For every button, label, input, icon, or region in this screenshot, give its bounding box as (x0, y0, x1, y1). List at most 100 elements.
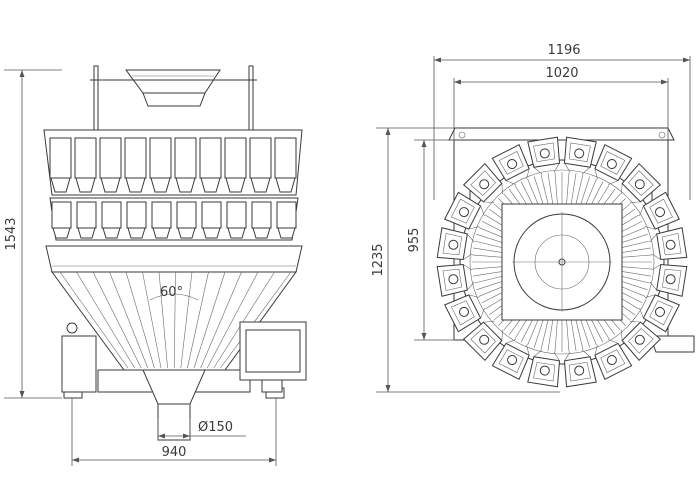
upper-hopper (224, 137, 247, 179)
lower-hopper-gate (227, 227, 246, 239)
cone-rib (142, 271, 162, 369)
weigh-bucket (491, 144, 530, 185)
upper-hopper-gate (150, 177, 171, 193)
top-frame-width-label: 1020 (545, 66, 578, 81)
bucket-inner (451, 198, 475, 224)
cone-rib (125, 271, 155, 369)
bucket-inner (498, 151, 524, 175)
cone-angle-annotation: 60° (149, 285, 199, 301)
upper-hopper (249, 137, 272, 179)
bucket-cell (459, 306, 469, 317)
bucket-inner (451, 300, 475, 326)
weigh-buckets (436, 136, 688, 388)
lower-hopper (176, 201, 197, 229)
weigh-bucket (462, 162, 503, 203)
bucket-lip (644, 226, 656, 230)
bucket-lip (526, 344, 530, 356)
bucket-cell (507, 159, 518, 169)
weigh-bucket (639, 191, 680, 230)
bucket-cell (606, 355, 617, 365)
weigh-bucket (436, 227, 475, 261)
dimension-top-frame-width: 1020 (453, 66, 669, 140)
front-view: 60° 15 (4, 65, 307, 466)
motor-box (61, 322, 97, 393)
weigh-bucket (436, 263, 475, 297)
bucket-inner (568, 142, 591, 163)
weigh-bucket (563, 349, 597, 388)
cone-rib (173, 271, 176, 369)
weigh-bucket (527, 349, 561, 388)
bucket-lip (501, 329, 503, 341)
upper-hopper-gate (75, 177, 96, 193)
lower-hopper (151, 201, 172, 229)
lower-hopper-gate (52, 227, 71, 239)
bucket-lip (608, 339, 619, 344)
bucket-lip (649, 281, 657, 291)
bucket-lip (468, 294, 480, 298)
weigh-bucket (462, 321, 503, 362)
bucket-inner (568, 361, 591, 382)
bucket-lip (581, 167, 591, 175)
bucket-inner (442, 233, 463, 256)
top-overall-width-label: 1196 (547, 43, 580, 58)
upper-hopper-gate (250, 177, 271, 193)
bucket-cell (634, 179, 645, 190)
bucket-lip (621, 183, 623, 195)
bucket-lip (644, 294, 656, 298)
weigh-bucket (621, 321, 662, 362)
cone-rib (59, 271, 129, 369)
weigh-bucket (649, 227, 688, 261)
bucket-lip (468, 226, 480, 230)
weigh-bucket (527, 136, 561, 175)
upper-hopper (149, 137, 172, 179)
weigh-bucket (491, 339, 530, 380)
lower-hopper-gate (252, 227, 271, 239)
bucket-lip (463, 264, 473, 271)
bucket-cell (479, 334, 490, 345)
top-overall-height-label: 1235 (371, 243, 386, 276)
bucket-cell (479, 179, 490, 190)
bucket-inner (533, 142, 556, 163)
upper-hopper (274, 137, 297, 179)
cone-rib (92, 271, 142, 369)
upper-hopper (99, 137, 122, 179)
lower-hopper-gate (152, 227, 171, 239)
weigh-bucket (444, 191, 485, 230)
lower-hopper (126, 201, 147, 229)
upper-hopper (124, 137, 147, 179)
bucket-lip (483, 321, 495, 323)
top-frame-height-label: 955 (407, 228, 422, 253)
bucket-lip (533, 349, 543, 357)
bucket-cell (459, 207, 469, 218)
lower-hopper (201, 201, 222, 229)
bucket-inner (649, 300, 673, 326)
lower-hopper (101, 201, 122, 229)
bucket-cell (448, 239, 459, 250)
upper-hopper-gate (125, 177, 146, 193)
upper-hopper (199, 137, 222, 179)
control-panel-unit (239, 321, 307, 393)
bucket-cell (634, 334, 645, 345)
cone-rib (76, 271, 135, 369)
cone-rib (220, 271, 292, 369)
weigh-bucket (594, 339, 633, 380)
bucket-lip (467, 233, 475, 243)
bucket-inner (533, 361, 556, 382)
lower-hopper (76, 201, 97, 229)
bucket-lip (480, 205, 485, 216)
upper-hopper-row (43, 129, 303, 196)
upper-hopper (49, 137, 72, 179)
lower-hopper-row (49, 197, 299, 241)
front-width-label: 940 (162, 445, 187, 460)
upper-hopper (74, 137, 97, 179)
cone-rib (187, 271, 209, 369)
lower-hopper-gate (77, 227, 96, 239)
bucket-inner (498, 349, 524, 373)
bucket-inner (628, 170, 654, 196)
deck-plate (45, 245, 303, 273)
bucket-lip (639, 308, 644, 319)
discharge-chute (142, 369, 206, 441)
dimension-front-height: 1543 (4, 69, 62, 399)
